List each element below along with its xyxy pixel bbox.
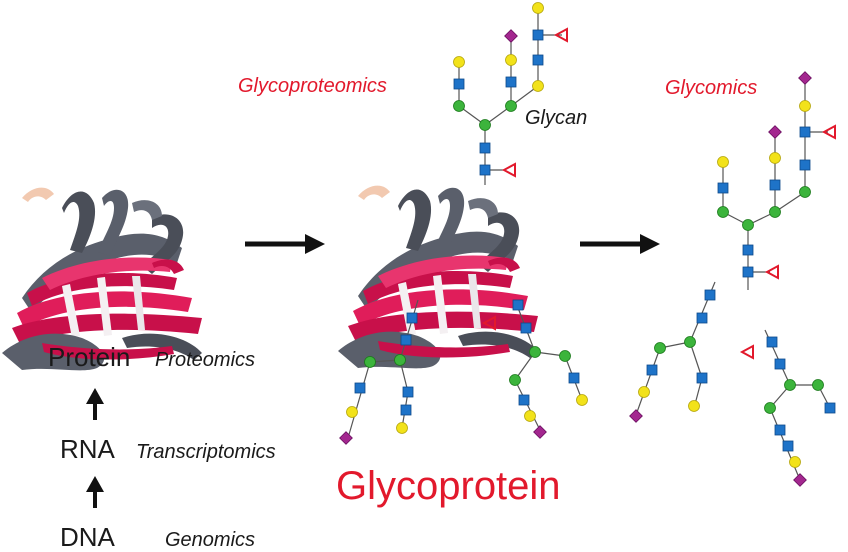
label-glycan: Glycan bbox=[525, 107, 588, 129]
label-protein: Protein bbox=[48, 342, 131, 372]
label-transcriptomics: Transcriptomics bbox=[136, 441, 276, 463]
free-glycan-1-residues bbox=[717, 71, 836, 279]
arrow-up-1 bbox=[86, 388, 104, 420]
label-glycoproteomics: Glycoproteomics bbox=[238, 75, 387, 97]
label-glycomics: Glycomics bbox=[665, 77, 758, 99]
free-glycan-3-residues bbox=[741, 336, 836, 487]
arrow-right-1 bbox=[245, 234, 325, 254]
glycan-top-residues bbox=[453, 2, 568, 177]
label-genomics: Genomics bbox=[165, 529, 256, 551]
protein-structure-middle bbox=[338, 185, 538, 369]
label-glycoprotein: Glycoprotein bbox=[336, 464, 561, 508]
label-rna: RNA bbox=[60, 434, 115, 464]
arrow-right-2 bbox=[580, 234, 660, 254]
free-glycan-2-residues bbox=[629, 289, 716, 423]
label-proteomics: Proteomics bbox=[155, 349, 256, 371]
arrow-up-2 bbox=[86, 476, 104, 508]
label-dna: DNA bbox=[60, 522, 115, 552]
